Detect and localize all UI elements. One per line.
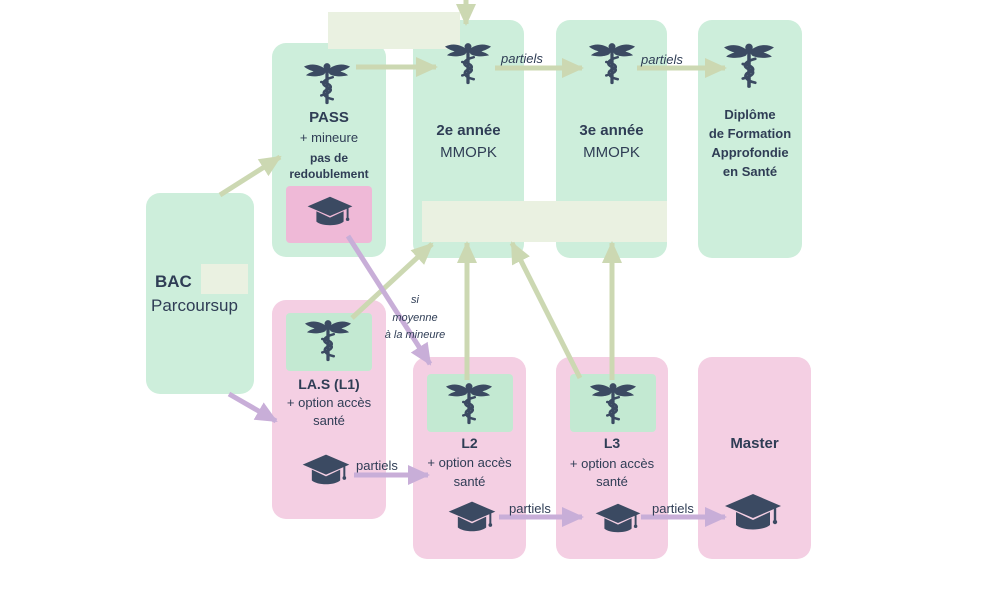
parcoursup-label: Parcoursup: [151, 296, 238, 315]
pass-no-repeat-line2: redoublement: [289, 167, 369, 181]
arrow-las-to-year2: [350, 242, 434, 320]
year2-sub: MMOPK: [440, 144, 497, 161]
top-blank-panel: [328, 12, 460, 49]
bac-label: BAC: [155, 272, 192, 291]
l3-caduceus-icon: [589, 378, 637, 426]
las-title: LA.S (L1): [298, 376, 360, 392]
partiels-label-year3-diploma: partiels: [641, 52, 683, 67]
diploma-line2: de Formation: [708, 126, 792, 141]
condition-label-line3: à la mineure: [384, 329, 446, 341]
middle-blank-panel: [422, 201, 667, 242]
arrow-pass-to-l2: [345, 234, 433, 366]
partiels-label-las-l2: partiels: [356, 458, 398, 473]
partiels-label-l3-master: partiels: [652, 501, 694, 516]
condition-label-line1: si: [411, 294, 419, 306]
diploma-caduceus-icon: [723, 38, 775, 90]
las-option-label: + option accès: [286, 395, 372, 410]
arrow-l3-to-year2: [509, 241, 583, 380]
l2-graduation-cap-icon: [447, 499, 497, 536]
partiels-label-l2-l3: partiels: [509, 501, 551, 516]
las-sante-label: santé: [313, 413, 345, 428]
l3-sante-label: santé: [596, 474, 628, 489]
l2-title: L2: [461, 435, 478, 451]
year3-caduceus-icon: [588, 38, 636, 86]
year3-sub: MMOPK: [583, 144, 640, 161]
l2-sante-label: santé: [453, 474, 486, 489]
las-graduation-cap-icon: [301, 452, 351, 489]
master-graduation-cap-icon: [723, 491, 783, 535]
master-title: Master: [730, 435, 779, 452]
year3-title: 3e année: [579, 122, 644, 139]
year2-caduceus-icon: [444, 38, 492, 86]
l3-title: L3: [603, 435, 621, 451]
diploma-line4: en Santé: [722, 164, 778, 179]
diploma-line3: Approfondie: [711, 145, 789, 160]
las-caduceus-icon: [304, 315, 352, 363]
pass-title: PASS: [309, 109, 349, 126]
year2-title: 2e année: [436, 122, 501, 139]
l3-graduation-cap-icon: [594, 501, 642, 537]
condition-label-line2: moyenne: [392, 312, 438, 324]
partiels-label-year2-year3: partiels: [501, 51, 543, 66]
diploma-line1: Diplôme: [724, 107, 776, 122]
arrow-bac-to-las: [227, 391, 278, 424]
pass-mineure-label: + mineure: [299, 130, 359, 145]
l2-option-label: + option accès: [427, 455, 512, 470]
arrow-bac-to-pass: [218, 154, 282, 198]
l2-caduceus-icon: [445, 378, 493, 426]
bac-blank-panel: [201, 264, 248, 294]
pass-no-repeat-line1: pas de: [309, 151, 348, 165]
pass-caduceus-icon: [303, 58, 351, 106]
pass-graduation-cap-icon: [306, 194, 354, 230]
l3-option-label: + option accès: [569, 456, 655, 471]
